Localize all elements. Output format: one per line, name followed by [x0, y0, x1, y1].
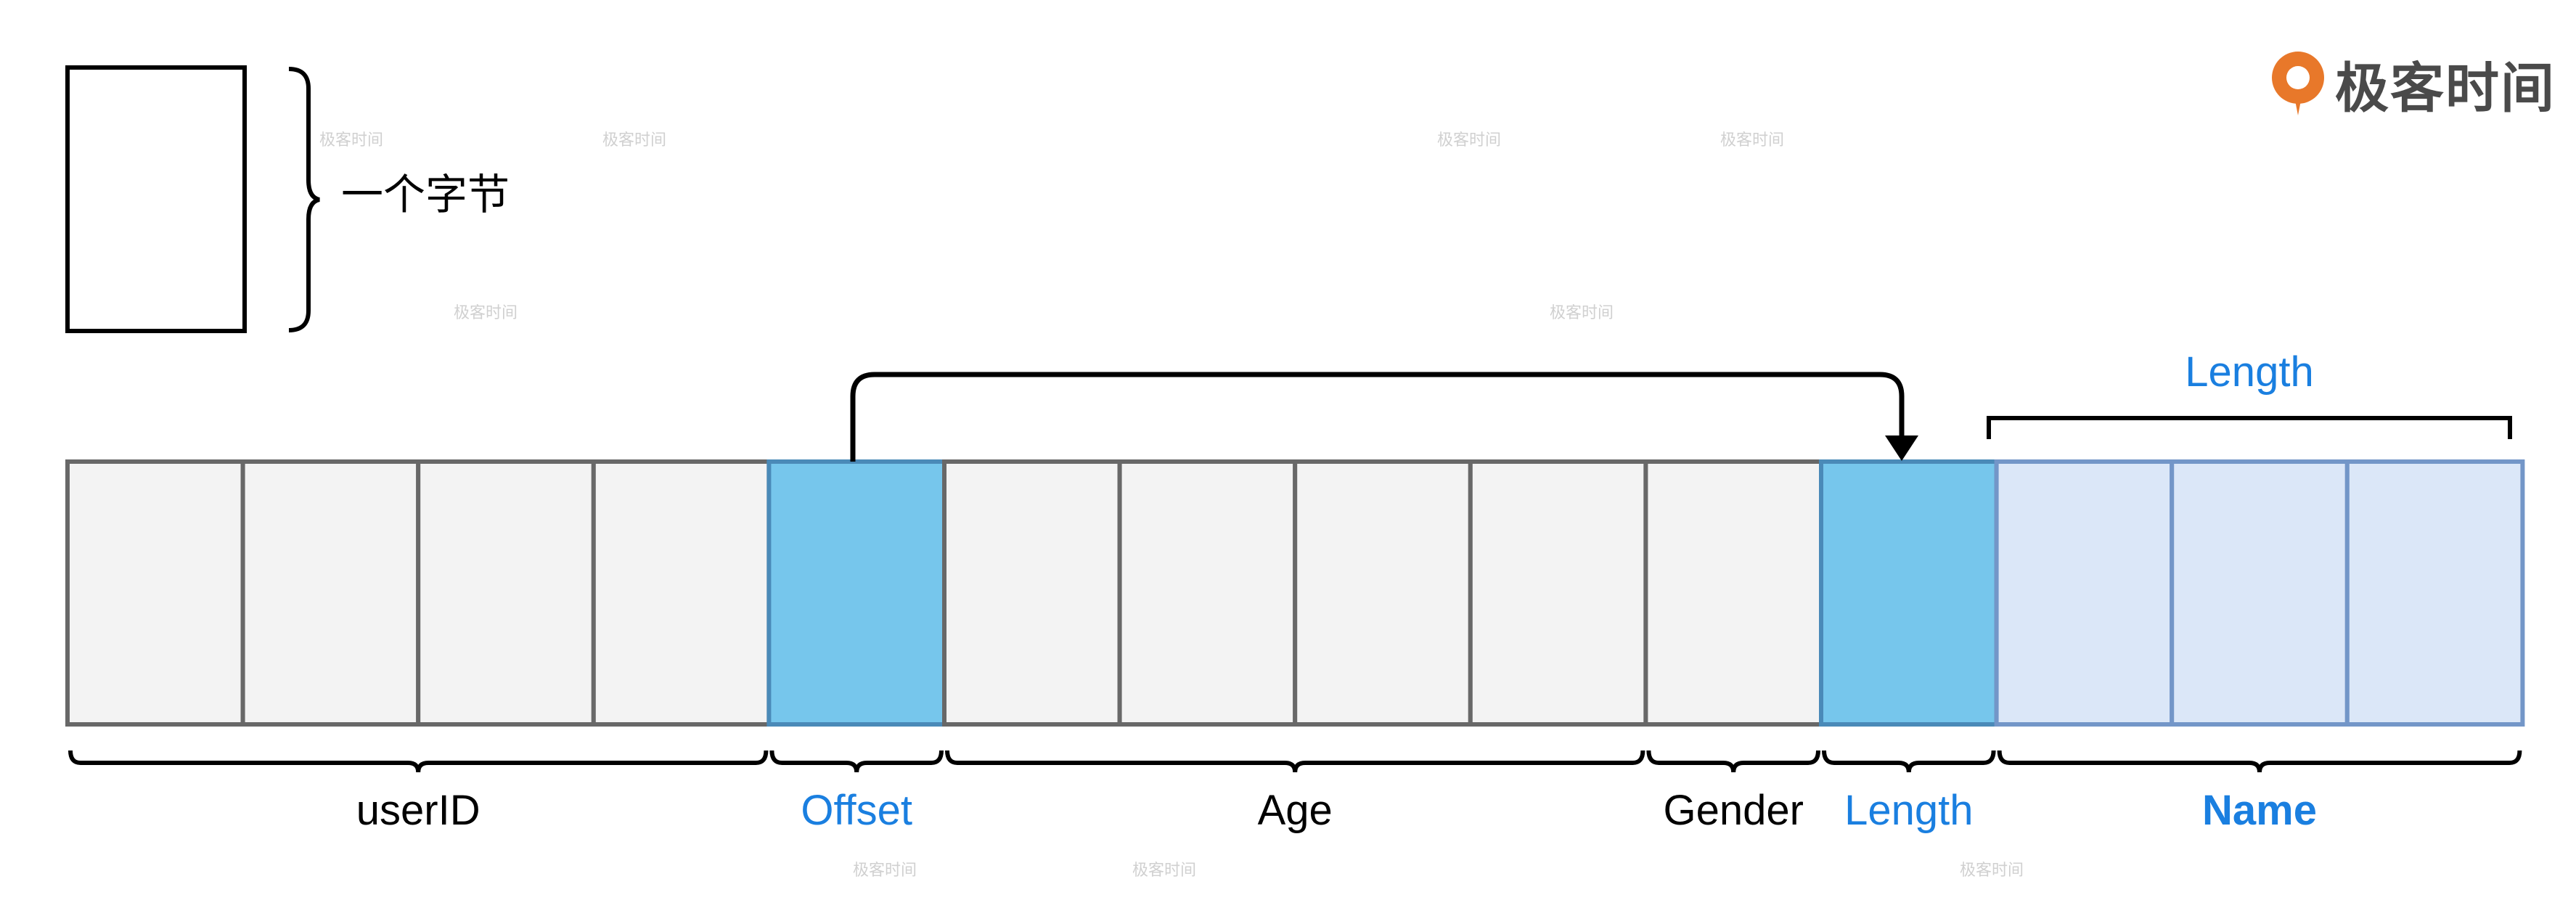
top-length-annotation: Length: [1987, 348, 2512, 439]
byte-cell-age-3: [1293, 459, 1473, 727]
byte-cell-length-1: [1819, 459, 1999, 727]
brace-name: [1997, 750, 2522, 773]
field-braces: userID Offset Age Gender Length Name: [68, 750, 2522, 834]
byte-cell-userID-2: [240, 459, 421, 727]
brace-age: [945, 750, 1645, 773]
watermark-9: 极客时间: [853, 862, 917, 880]
brace-length: [1822, 750, 1996, 773]
top-length-bracket: [1987, 416, 2512, 439]
field-label-userID: userID: [356, 787, 481, 834]
byte-cells: [65, 459, 2525, 727]
field-label-name: Name: [2202, 787, 2317, 834]
brace-userID: [68, 750, 769, 773]
brand-logo: 极客时间: [2267, 45, 2556, 123]
byte-cell-userID-3: [416, 459, 596, 727]
watermark-11: 极客时间: [1960, 862, 2024, 880]
watermark-10: 极客时间: [1132, 862, 1196, 880]
legend: 一个字节: [65, 65, 510, 333]
byte-cell-name-1: [1994, 459, 2175, 727]
logo-text: 极客时间: [2335, 57, 2556, 120]
byte-cell-age-4: [1468, 459, 1648, 727]
field-label-age: Age: [1258, 787, 1333, 834]
offset-to-length-arrow: [850, 372, 1905, 462]
byte-cell-gender-1: [1643, 459, 1823, 727]
watermark-5: 极客时间: [454, 304, 518, 322]
field-label-length: Length: [1844, 787, 1973, 834]
arrow-head-icon: [1885, 435, 1918, 461]
byte-cell-offset-1: [766, 459, 947, 727]
brace-offset: [769, 750, 944, 773]
byte-cell-age-2: [1117, 459, 1298, 727]
watermark-2: 极客时间: [602, 131, 666, 150]
watermark-3: 极客时间: [1437, 131, 1501, 150]
top-length-label: Length: [2185, 348, 2313, 396]
legend-brace: [288, 67, 320, 332]
byte-cell-name-3: [2344, 459, 2525, 727]
byte-cell-name-2: [2170, 459, 2350, 727]
watermark-6: 极客时间: [1550, 304, 1614, 322]
byte-cell-userID-4: [591, 459, 772, 727]
field-label-gender: Gender: [1663, 787, 1803, 834]
byte-cell-userID-1: [65, 459, 245, 727]
byte-cell-age-1: [942, 459, 1122, 727]
watermark-4: 极客时间: [1720, 131, 1784, 150]
byte-box: [65, 65, 247, 333]
geektime-logo-icon: [2272, 51, 2324, 115]
brace-gender: [1646, 750, 1820, 773]
watermark-1: 极客时间: [319, 131, 383, 150]
byte-label: 一个字节: [341, 170, 510, 219]
field-label-offset: Offset: [801, 787, 912, 834]
